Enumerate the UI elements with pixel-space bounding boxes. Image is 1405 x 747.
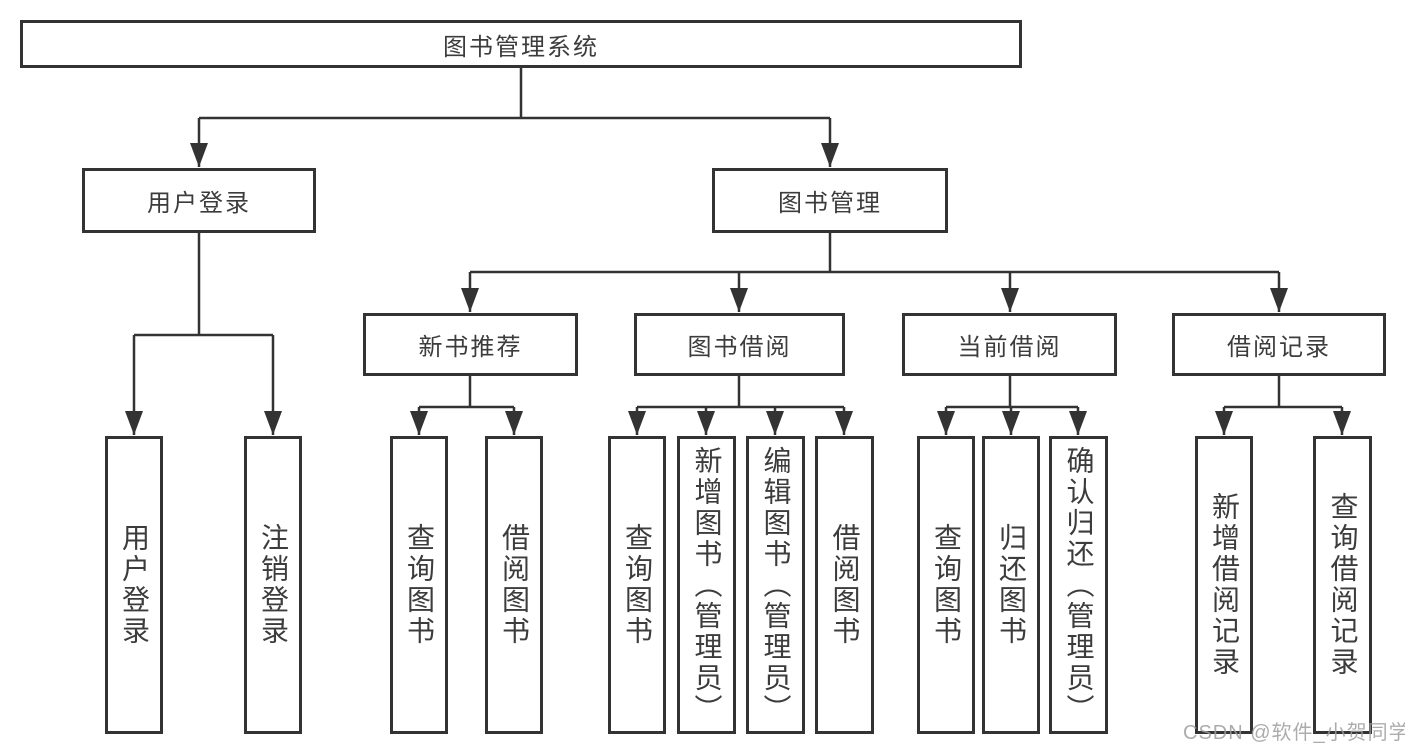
node-borrowing-records: 借阅记录 bbox=[1172, 313, 1386, 376]
borrowing-records-connectors bbox=[1215, 376, 1351, 435]
user-login-connectors bbox=[125, 233, 282, 435]
csdn-watermark: CSDN @软件_小贺同学 bbox=[1183, 722, 1405, 744]
node-current-borrowing: 当前借阅 bbox=[902, 313, 1117, 376]
node-leaf-query-borrow-record: 查询借阅记录 bbox=[1313, 436, 1372, 734]
node-user-login: 用户登录 bbox=[82, 168, 316, 233]
node-leaf-add-book: 新增图书（管理员） bbox=[677, 436, 736, 734]
book-borrowing-connectors bbox=[628, 376, 853, 435]
node-leaf-query-book-2: 查询图书 bbox=[608, 436, 666, 734]
root-connectors bbox=[190, 68, 839, 167]
node-book-borrowing: 图书借阅 bbox=[634, 313, 845, 376]
node-leaf-confirm-return: 确认归还（管理员） bbox=[1049, 436, 1108, 734]
node-leaf-return-book: 归还图书 bbox=[982, 436, 1040, 734]
node-leaf-query-book-1: 查询图书 bbox=[390, 436, 448, 734]
node-leaf-add-borrow-record: 新增借阅记录 bbox=[1195, 436, 1253, 734]
node-leaf-query-book-3: 查询图书 bbox=[917, 436, 975, 734]
node-leaf-borrow-book-1: 借阅图书 bbox=[485, 436, 543, 734]
node-leaf-logout: 注销登录 bbox=[244, 436, 302, 734]
node-book-management: 图书管理 bbox=[712, 168, 948, 233]
new-book-recommend-connectors bbox=[410, 376, 523, 435]
node-root: 图书管理系统 bbox=[20, 20, 1022, 68]
book-management-connectors bbox=[461, 233, 1288, 312]
node-leaf-borrow-book-2: 借阅图书 bbox=[815, 436, 874, 734]
current-borrowing-connectors bbox=[937, 376, 1087, 435]
node-new-book-recommend: 新书推荐 bbox=[363, 313, 578, 376]
node-leaf-user-login: 用户登录 bbox=[105, 436, 163, 734]
node-leaf-edit-book: 编辑图书（管理员） bbox=[746, 436, 805, 734]
